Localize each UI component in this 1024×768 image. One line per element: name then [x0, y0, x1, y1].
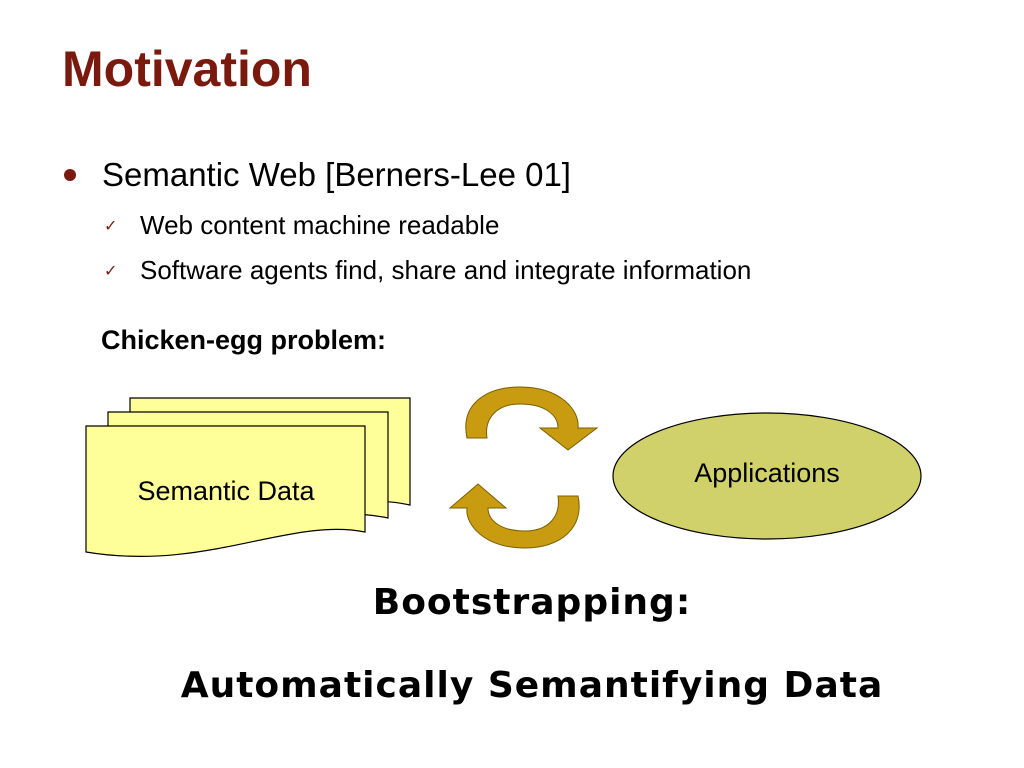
- semantic-data-documents: Semantic Data: [85, 397, 411, 558]
- bullet-item: Semantic Web [Berners-Lee 01]: [62, 158, 571, 191]
- conclusion-heading: Bootstrapping:: [372, 582, 692, 623]
- bullet-text: Semantic Web [Berners-Lee 01]: [102, 156, 571, 193]
- check-icon: ✓: [104, 260, 118, 280]
- sub-bullet-text: Software agents find, share and integrat…: [140, 255, 752, 285]
- bullet-dot-icon: [64, 168, 76, 181]
- chicken-egg-diagram: Semantic Data Applications: [85, 386, 922, 558]
- slide-title: Motivation: [62, 41, 312, 97]
- conclusion-subheading: Automatically Semantifying Data: [180, 665, 884, 706]
- top-arrow: [465, 386, 599, 451]
- bottom-arrow: [448, 483, 580, 549]
- cycle-arrows-icon: [448, 386, 599, 549]
- sub-bullet-text: Web content machine readable: [140, 210, 500, 240]
- sub-bullet-item: ✓ Software agents find, share and integr…: [104, 257, 751, 283]
- sub-bullet-item: ✓ Web content machine readable: [104, 212, 499, 238]
- semantic-data-label: Semantic Data: [137, 476, 315, 506]
- applications-node: Applications: [612, 412, 922, 540]
- problem-label: Chicken-egg problem:: [101, 325, 387, 355]
- check-icon: ✓: [104, 215, 118, 235]
- applications-ellipse: [612, 412, 922, 540]
- applications-label: Applications: [694, 458, 840, 488]
- document-shape-front: [85, 425, 366, 558]
